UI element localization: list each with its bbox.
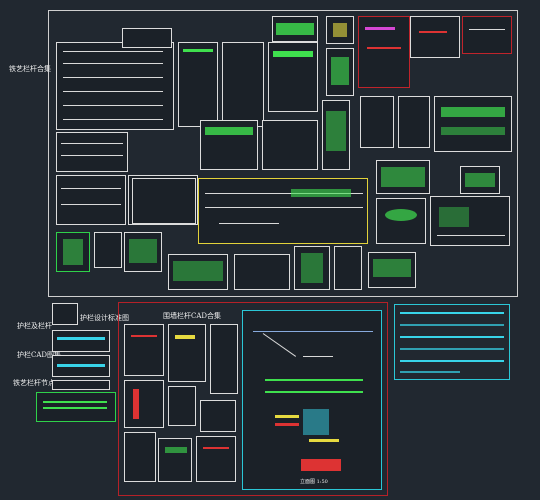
drawing-sheet-gate-1[interactable] bbox=[178, 42, 218, 127]
drawing-sheet-section-1[interactable] bbox=[360, 96, 394, 148]
drawing-sheet-guardrail-1[interactable] bbox=[52, 303, 78, 325]
drawing-sheet-fence-green[interactable] bbox=[272, 16, 318, 42]
collection-title-label: 铁艺栏杆合集 bbox=[9, 65, 51, 73]
drawing-sheet-mid-1[interactable] bbox=[200, 120, 258, 170]
drawing-sheet-elevations-2[interactable] bbox=[122, 28, 172, 48]
main-collection-frame bbox=[48, 10, 518, 297]
drawing-sheet-portrait[interactable] bbox=[326, 16, 354, 44]
section-title-label: 立面图 1:50 bbox=[300, 479, 328, 485]
drawing-sheet-detail-2[interactable] bbox=[410, 16, 460, 58]
drawing-sheet-elevations-3[interactable] bbox=[56, 132, 128, 172]
iron-railing-standard-label: 铁艺栏杆节点 bbox=[13, 379, 55, 387]
drawing-sheet-guardrail-4[interactable] bbox=[52, 380, 110, 390]
drawing-sheet-lower-4[interactable] bbox=[234, 254, 290, 290]
drawing-sheet-gate-3[interactable] bbox=[268, 42, 318, 112]
drawing-sheet-green-detail-2[interactable] bbox=[460, 166, 500, 194]
drawing-sheet-section-2[interactable] bbox=[398, 96, 430, 148]
drawing-sheet-red-4[interactable] bbox=[124, 380, 164, 428]
drawing-sheet-mid-3[interactable] bbox=[322, 100, 350, 170]
drawing-sheet-lower-2[interactable] bbox=[124, 232, 162, 272]
guardrail-design-standard-label: 护栏设计标准图 bbox=[80, 314, 129, 322]
drawing-sheet-guardrail-2[interactable] bbox=[52, 330, 110, 352]
guardrail-cad-label: 护栏CAD图集 bbox=[17, 351, 62, 359]
drawing-sheet-red-8[interactable] bbox=[158, 438, 192, 482]
drawing-sheet-gate-2[interactable] bbox=[222, 42, 264, 127]
drawing-sheet-lower-3[interactable] bbox=[168, 254, 228, 290]
drawing-sheet-red-2[interactable] bbox=[168, 324, 206, 382]
drawing-sheet-guardrail-5[interactable] bbox=[36, 392, 116, 422]
drawing-sheet-detail-red-3[interactable] bbox=[462, 16, 512, 54]
fence-railing-cad-frame bbox=[118, 302, 388, 496]
guardrail-symbol-library[interactable] bbox=[394, 304, 510, 380]
drawing-sheet-long-2[interactable] bbox=[132, 178, 196, 224]
drawing-sheet-red-9[interactable] bbox=[196, 436, 236, 482]
drawing-sheet-red-7[interactable] bbox=[124, 432, 156, 482]
drawing-sheet-gate-green[interactable] bbox=[326, 48, 354, 96]
drawing-sheet-red-3[interactable] bbox=[210, 324, 238, 394]
drawing-sheet-red-6[interactable] bbox=[200, 400, 236, 432]
drawing-sheet-detail-red-1[interactable] bbox=[358, 16, 410, 88]
drawing-sheet-gate-arch[interactable] bbox=[56, 232, 90, 272]
drawing-sheet-long-elevation[interactable] bbox=[198, 178, 368, 244]
drawing-sheet-arch[interactable] bbox=[430, 196, 510, 246]
guardrail-detail-label: 护栏及栏杆 bbox=[17, 322, 52, 330]
drawing-sheet-section-3[interactable] bbox=[434, 96, 512, 152]
drawing-sheet-lower-1[interactable] bbox=[94, 232, 122, 268]
drawing-sheet-guardrail-3[interactable] bbox=[52, 355, 110, 377]
drawing-sheet-red-1[interactable] bbox=[124, 324, 164, 376]
fence-railing-cad-label: 围墙栏杆CAD合集 bbox=[163, 312, 222, 320]
drawing-sheet-green-detail-1[interactable] bbox=[376, 160, 430, 194]
drawing-sheet-green-oval[interactable] bbox=[376, 198, 426, 244]
drawing-sheet-lower-7[interactable] bbox=[368, 252, 416, 288]
drawing-sheet-lower-5[interactable] bbox=[294, 246, 330, 290]
drawing-sheet-red-5[interactable] bbox=[168, 386, 196, 426]
drawing-sheet-elevations-4[interactable] bbox=[56, 175, 126, 225]
drawing-sheet-elevations-1[interactable] bbox=[56, 42, 174, 130]
drawing-sheet-lower-6[interactable] bbox=[334, 246, 362, 290]
drawing-sheet-section-elevation[interactable] bbox=[242, 310, 382, 490]
drawing-sheet-mid-2[interactable] bbox=[262, 120, 318, 170]
